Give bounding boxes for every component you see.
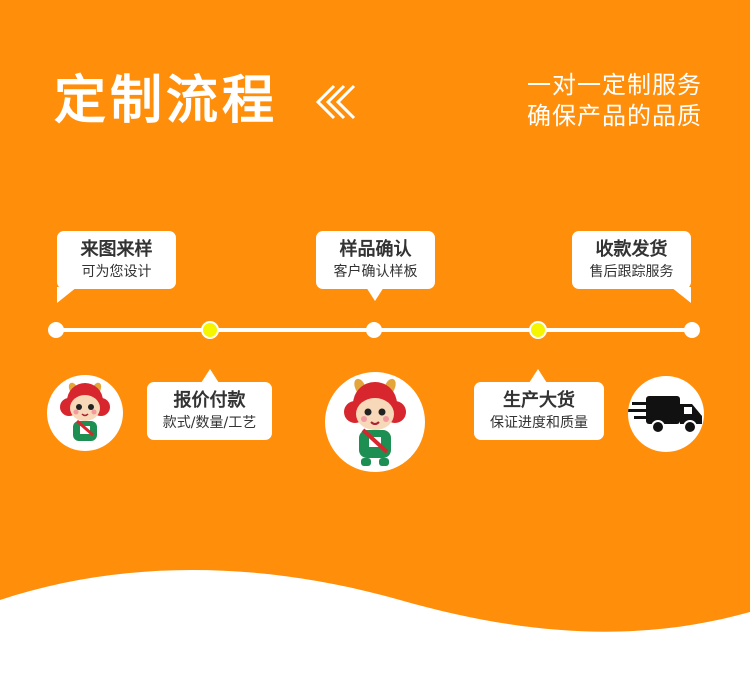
bubble-tail (366, 287, 384, 301)
step-bubble-delivery: 收款发货 售后跟踪服务 (572, 231, 691, 289)
step-bubble-production: 生产大货 保证进度和质量 (474, 382, 604, 440)
step-title: 来图来样 (80, 239, 153, 260)
slogan-line-1: 一对一定制服务 (527, 71, 702, 99)
dragon-mascot-image (60, 382, 110, 441)
timeline-node-highlight (201, 321, 219, 339)
step-title: 样品确认 (339, 239, 412, 260)
dragon-mascot-image (344, 378, 406, 466)
bubble-tail (57, 287, 77, 303)
double-chevron-left-icon (315, 84, 356, 120)
timeline-node (366, 322, 382, 338)
step-title: 生产大货 (503, 390, 575, 411)
step-subtitle: 保证进度和质量 (490, 415, 588, 431)
timeline-node (48, 322, 64, 338)
slogan-line-2: 确保产品的品质 (527, 102, 702, 130)
slogan: 一对一定制服务 确保产品的品质 (527, 70, 702, 132)
step-subtitle: 款式/数量/工艺 (162, 415, 257, 431)
bubble-tail (671, 287, 691, 303)
delivery-truck-icon (628, 396, 702, 434)
step-title: 收款发货 (595, 239, 668, 260)
bubble-tail (529, 369, 547, 383)
step-title: 报价付款 (173, 390, 246, 411)
step-bubble-sketch: 来图来样 可为您设计 (57, 231, 176, 289)
step-subtitle: 可为您设计 (81, 264, 152, 280)
mascot-circle-small (47, 375, 123, 451)
step-bubble-quote: 报价付款 款式/数量/工艺 (147, 382, 272, 440)
page-title: 定制流程 (54, 71, 279, 131)
bubble-tail (201, 369, 219, 383)
step-subtitle: 售后跟踪服务 (589, 264, 674, 280)
step-subtitle: 客户确认样板 (333, 264, 418, 280)
mascot-circle-large (325, 372, 425, 472)
truck-circle (628, 376, 704, 452)
timeline-node (684, 322, 700, 338)
timeline-node-highlight (529, 321, 547, 339)
step-bubble-sample: 样品确认 客户确认样板 (316, 231, 435, 289)
